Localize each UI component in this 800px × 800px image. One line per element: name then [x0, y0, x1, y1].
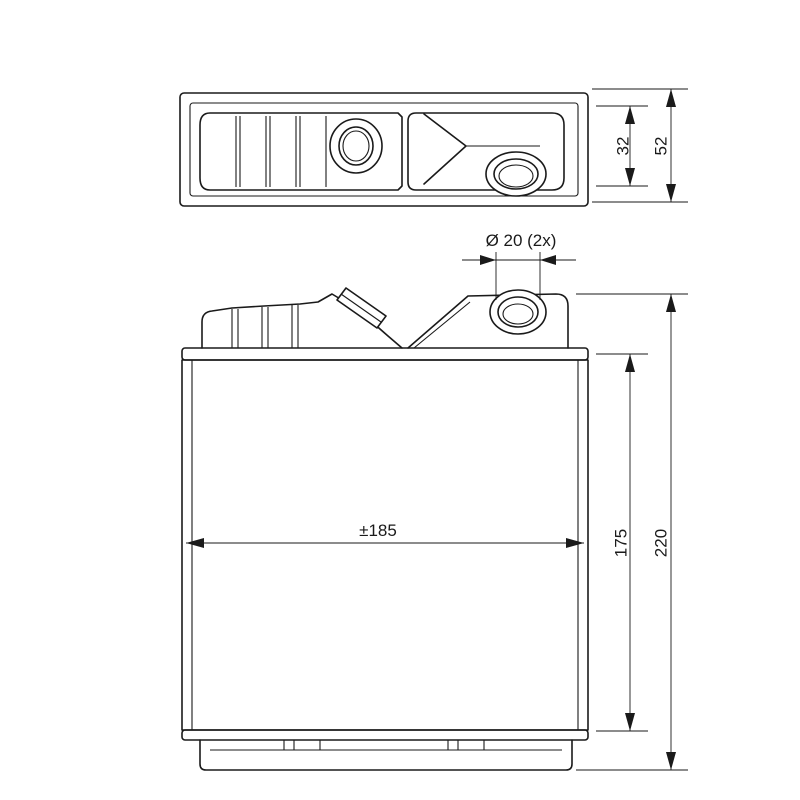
dimension-label-32: 32: [613, 137, 632, 156]
left-tank: [199, 112, 403, 191]
arrowhead: [625, 168, 635, 186]
arrowhead: [625, 713, 635, 731]
dimension-label-175: 175: [611, 529, 630, 557]
dimension-label-52: 52: [651, 137, 670, 156]
arrowhead: [186, 538, 204, 548]
port-bore: [342, 130, 370, 162]
arrowhead: [666, 89, 676, 107]
top-view-inner-frame: [189, 102, 579, 197]
arrowhead: [540, 255, 556, 265]
tank-edge: [413, 301, 471, 349]
lower-header-plate: [181, 729, 589, 741]
arrowhead: [666, 752, 676, 770]
port-inner-ring: [338, 126, 374, 166]
port-inner-ring: [493, 158, 539, 190]
port-diameter-dimension: Ø 20 (2x): [462, 231, 576, 300]
arrowhead: [566, 538, 584, 548]
top-view: [179, 92, 589, 207]
tank-v-rib: [423, 113, 467, 185]
upper-header-plate: [181, 347, 589, 361]
front-view: [181, 287, 589, 771]
arrowhead: [666, 184, 676, 202]
arrowhead: [625, 106, 635, 124]
top-view-outline: [179, 92, 589, 207]
lower-tank: [199, 739, 573, 771]
arrowhead: [666, 294, 676, 312]
width-dimension: ±185: [186, 521, 584, 548]
port-bore: [498, 164, 534, 188]
port-bore: [502, 303, 534, 325]
cap-edge: [340, 293, 382, 323]
core-outline: [181, 359, 589, 731]
arrowhead: [625, 354, 635, 372]
arrowhead: [480, 255, 496, 265]
top-view-dimensions: 32 52: [592, 88, 688, 203]
dimension-label-185: ±185: [359, 521, 397, 540]
port-outer-ring: [329, 118, 383, 174]
right-tank: [407, 112, 565, 191]
port-inner-ring: [497, 296, 539, 328]
upper-tank-right: [407, 293, 569, 349]
height-dimensions: 175 220: [576, 293, 688, 771]
dimension-label-220: 220: [651, 529, 670, 557]
dimension-label-diameter: Ø 20 (2x): [486, 231, 557, 250]
